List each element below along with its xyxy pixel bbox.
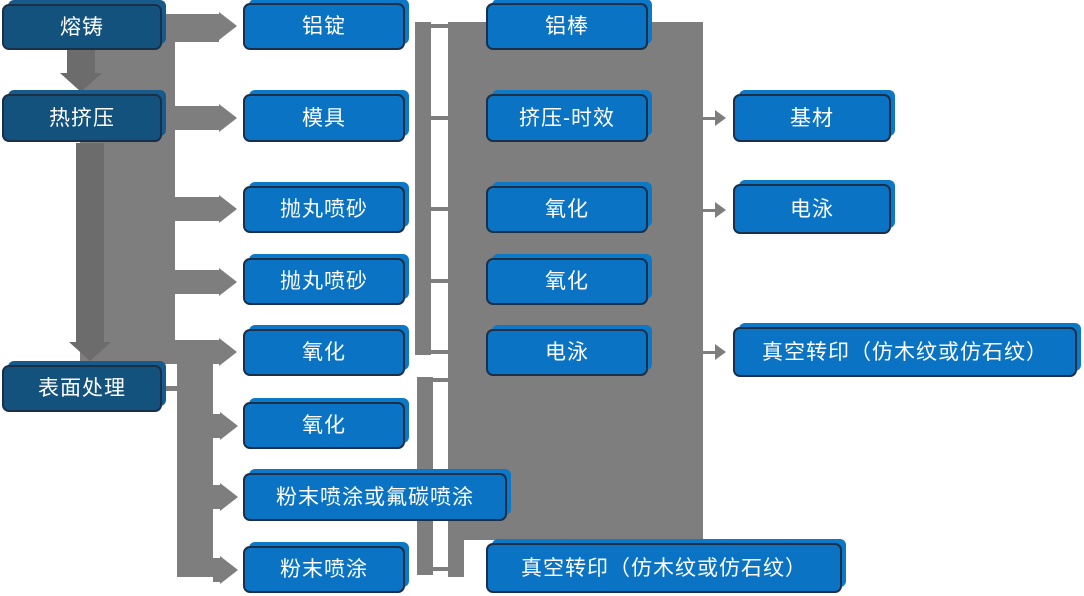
node-electrophoresis-1: 电泳 <box>486 329 648 376</box>
line-to-base-material <box>703 117 716 120</box>
node-base-material: 基材 <box>733 94 891 142</box>
node-oxidation-4: 氧化 <box>486 258 648 305</box>
bus-bar-upper <box>415 22 431 355</box>
arrow-to-powder-fluorocarbon-coating <box>220 483 238 511</box>
arrow-down-to-surface-treatment <box>69 342 111 361</box>
connector-branch-row3 <box>175 197 219 221</box>
arrow-to-shot-blasting-2 <box>219 268 237 296</box>
connector-surface-treatment-link <box>163 386 177 391</box>
node-shot-blasting-2: 抛丸喷砂 <box>243 258 405 305</box>
node-shot-blasting-1: 抛丸喷砂 <box>243 186 405 233</box>
node-oxidation-2: 氧化 <box>243 402 405 449</box>
arrow-to-vacuum-transfer <box>715 344 726 360</box>
arrow-to-shot-blasting-1 <box>219 195 237 223</box>
node-aluminum-ingot: 铝锭 <box>243 3 405 50</box>
node-electrophoresis-2: 电泳 <box>733 184 891 234</box>
bus-link-row1 <box>431 24 449 28</box>
arrow-down-to-hot-extrusion <box>60 73 102 92</box>
connector-branch-row8 <box>213 558 221 582</box>
node-powder-or-fluorocarbon-coating: 粉末喷涂或氟碳喷涂 <box>243 473 507 521</box>
node-mold: 模具 <box>243 94 405 142</box>
line-to-vacuum-transfer <box>703 351 716 354</box>
connector-branch-row7 <box>213 485 221 509</box>
node-melting-casting: 熔铸 <box>2 4 162 50</box>
node-aluminum-rod: 铝棒 <box>486 3 648 50</box>
bus-link-row4 <box>431 279 449 283</box>
bus-link-row3 <box>431 207 449 211</box>
connector-lower-left-column <box>177 352 213 577</box>
connector-center-block-leg <box>448 540 464 577</box>
arrow-to-oxidation-1 <box>219 338 237 366</box>
bus-link-lower-bottom <box>433 567 449 571</box>
node-oxidation-1: 氧化 <box>243 329 405 376</box>
arrow-to-oxidation-2 <box>220 412 238 440</box>
arrow-to-mold <box>219 104 237 132</box>
line-to-electrophoresis <box>703 209 716 212</box>
node-powder-coating: 粉末喷涂 <box>243 546 405 593</box>
bus-link-row2 <box>431 116 449 120</box>
connector-extrusion-to-surface <box>76 143 104 343</box>
node-surface-treatment: 表面处理 <box>2 365 162 412</box>
node-vacuum-transfer-print-2: 真空转印（仿木纹或仿石纹） <box>733 327 1077 377</box>
arrow-to-powder-coating <box>220 556 238 584</box>
connector-branch-row6 <box>213 414 221 438</box>
connector-branch-row2 <box>175 106 219 130</box>
bus-link-lower-top <box>433 378 449 382</box>
node-extrusion-aging: 挤压-时效 <box>486 94 648 142</box>
node-vacuum-transfer-print-1: 真空转印（仿木纹或仿石纹） <box>486 543 842 593</box>
connector-branch-row4 <box>175 270 219 294</box>
arrow-to-electrophoresis <box>715 202 726 218</box>
arrow-to-aluminum-ingot <box>219 12 237 40</box>
arrow-to-base-material <box>715 110 726 126</box>
node-oxidation-3: 氧化 <box>486 186 648 233</box>
bus-link-row5 <box>431 350 449 354</box>
node-hot-extrusion: 热挤压 <box>2 94 162 142</box>
